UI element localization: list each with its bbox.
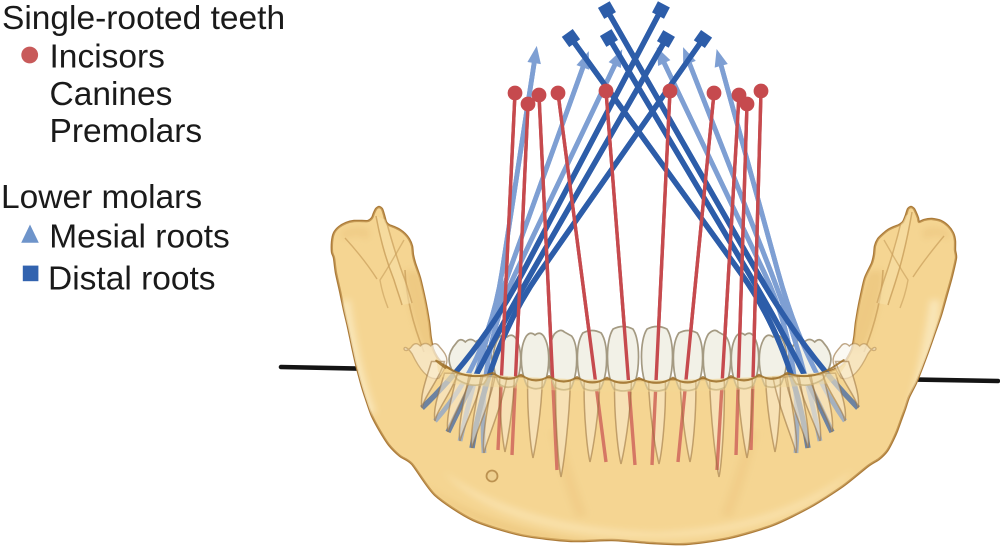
svg-text:Lower molars: Lower molars — [1, 179, 202, 216]
svg-text:Single-rooted teeth: Single-rooted teeth — [2, 0, 285, 37]
svg-text:Mesial roots: Mesial roots — [49, 219, 230, 256]
svg-text:Distal roots: Distal roots — [48, 261, 216, 298]
svg-text:Canines: Canines — [50, 76, 173, 113]
svg-text:Premolars: Premolars — [50, 113, 203, 150]
svg-text:Incisors: Incisors — [50, 39, 165, 76]
